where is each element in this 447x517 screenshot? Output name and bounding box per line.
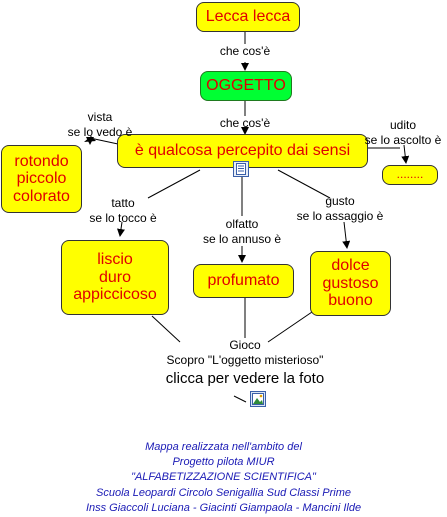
link-label-che-cose-2: che cos'è (219, 116, 271, 130)
node-lecca-lecca-label: Lecca lecca (205, 8, 291, 26)
footer-credits: Mappa realizzata nell'ambito del Progett… (85, 441, 362, 514)
link-label-che-cose-1: che cos'è (219, 44, 271, 58)
link-label-gioco: Gioco Scopro "L'oggetto misterioso" (166, 338, 324, 367)
node-udito-value[interactable]: ........ (382, 165, 438, 185)
node-profumato[interactable]: profumato (193, 264, 294, 298)
photo-link[interactable]: clicca per vedere la foto (165, 370, 325, 387)
node-oggetto[interactable]: OGGETTO (200, 71, 292, 101)
link-label-vista: vista se lo vedo è (67, 110, 133, 139)
link-label-olfatto: olfatto se lo annuso è (202, 217, 282, 246)
link-label-gusto: gusto se lo assaggio è (296, 194, 384, 223)
document-icon[interactable] (233, 161, 249, 177)
node-percepito-label: è qualcosa percepito dai sensi (134, 142, 351, 160)
node-liscio[interactable]: liscio duro appiccicoso (61, 240, 169, 315)
link-label-tatto: tatto se lo tocco è (89, 196, 157, 225)
link-label-udito: udito se lo ascolto è (364, 118, 442, 147)
image-icon[interactable] (250, 391, 266, 407)
node-rotondo[interactable]: rotondo piccolo colorato (1, 145, 82, 213)
node-dolce[interactable]: dolce gustoso buono (310, 251, 391, 316)
node-oggetto-label: OGGETTO (206, 77, 286, 95)
node-lecca-lecca[interactable]: Lecca lecca (196, 2, 300, 32)
